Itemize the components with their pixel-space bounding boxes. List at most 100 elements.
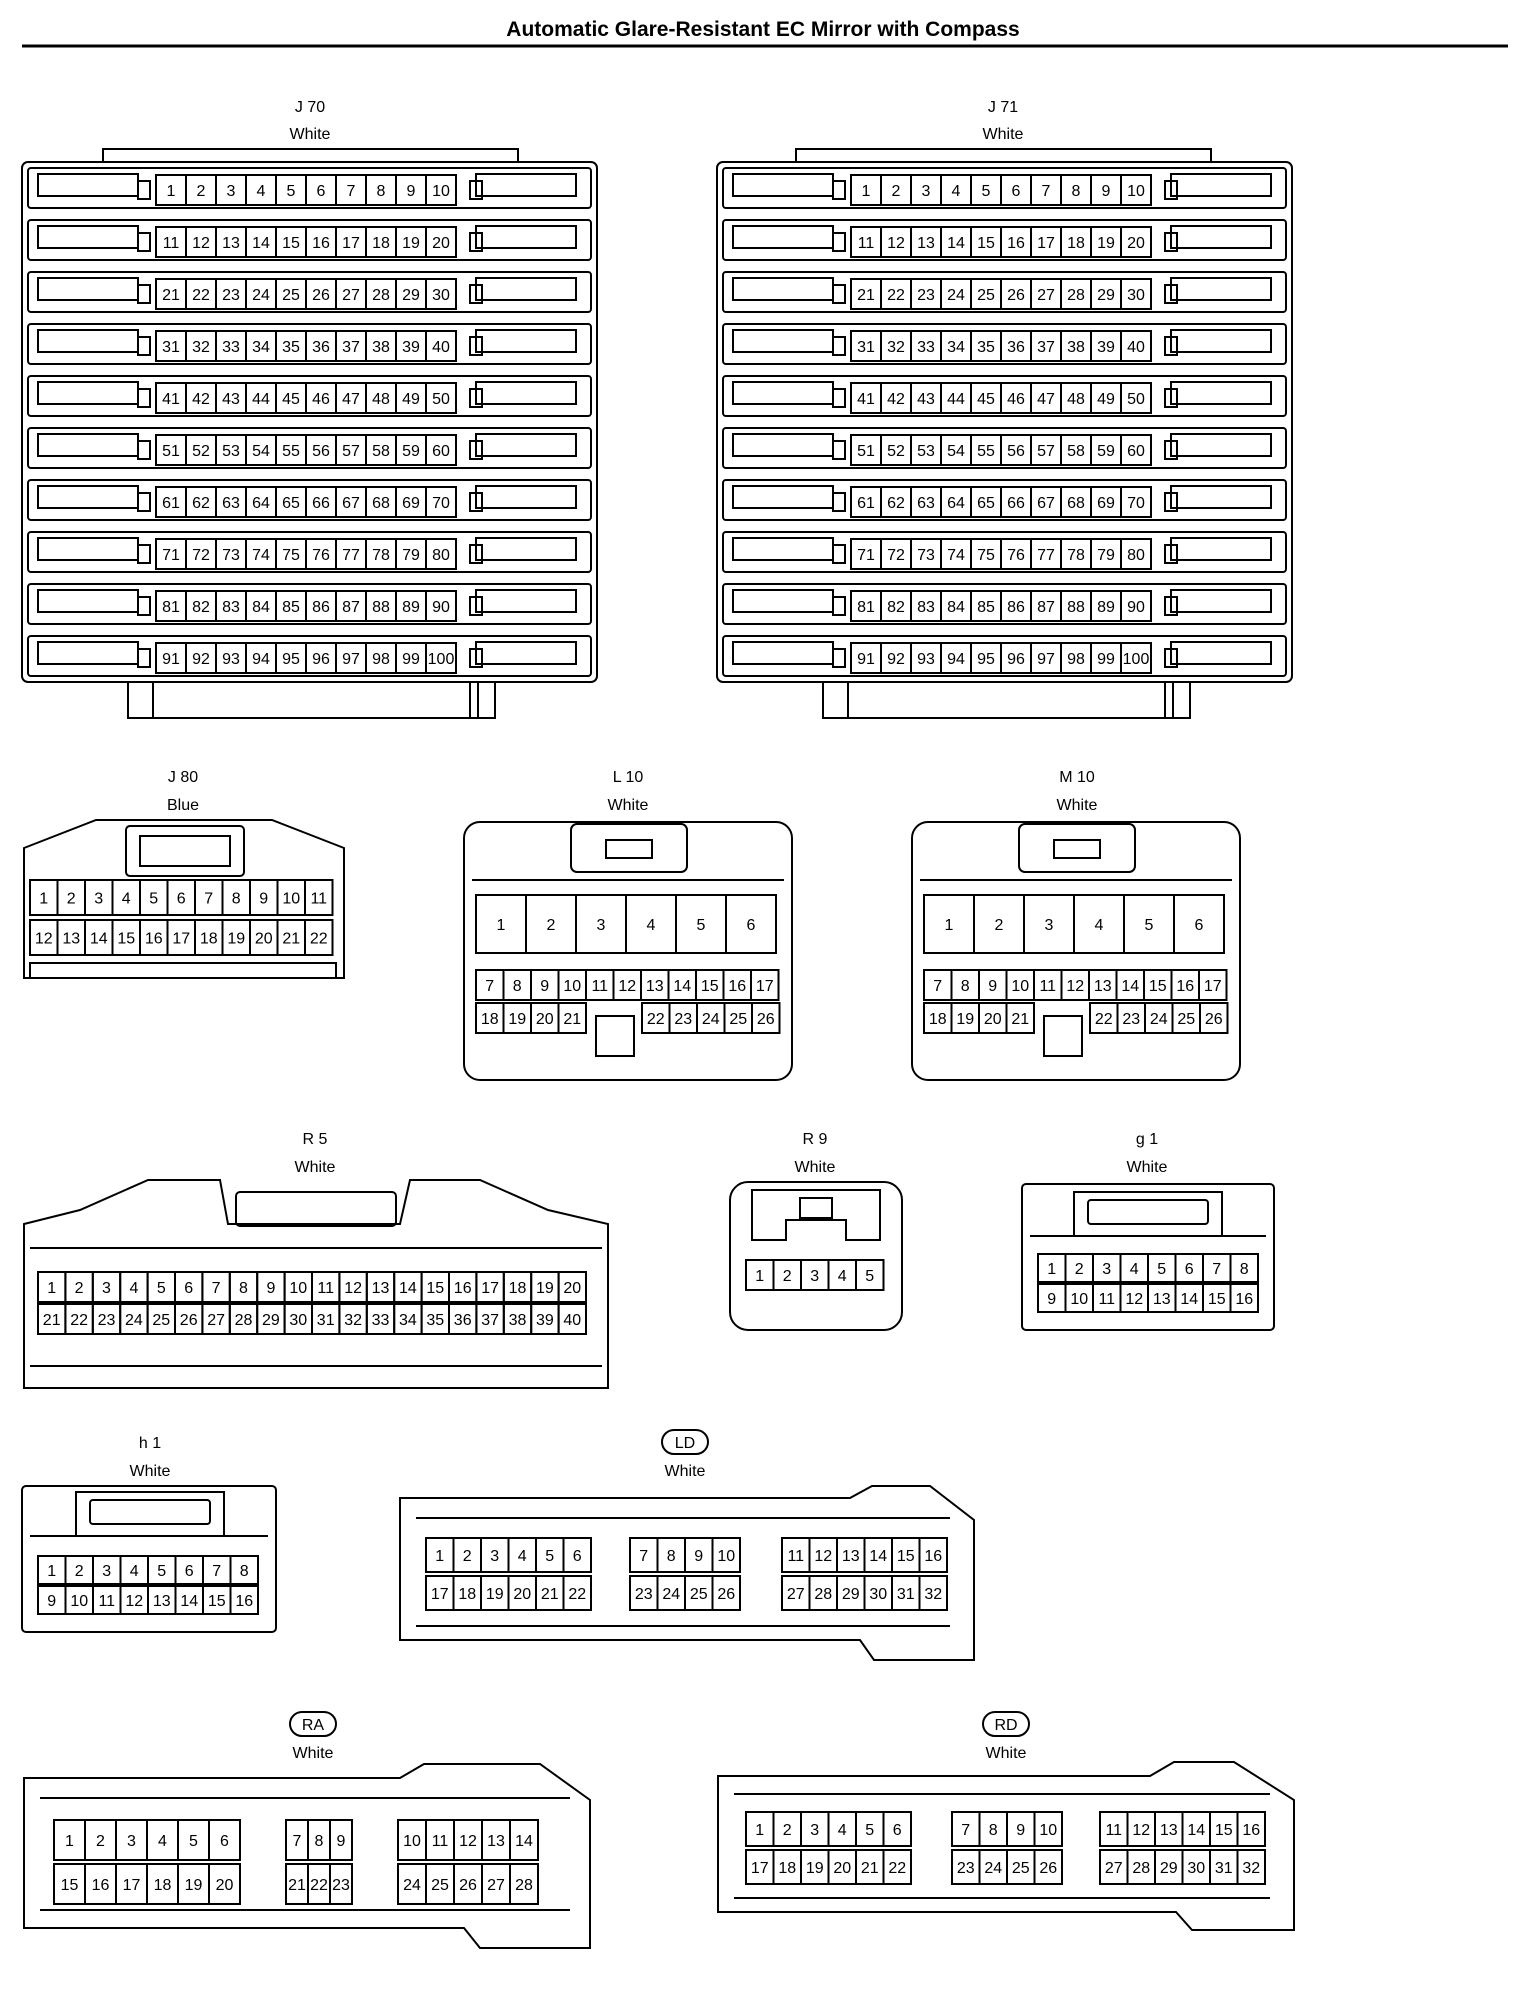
svg-text:11: 11 — [1098, 1291, 1115, 1308]
svg-text:10: 10 — [717, 1548, 735, 1565]
pin-r5-28: 28 — [228, 1303, 259, 1335]
svg-text:31: 31 — [1215, 1860, 1233, 1877]
pin-j71-54: 54 — [940, 434, 972, 466]
connector-r9-body — [729, 1181, 903, 1331]
pin-l10-8: 8 — [502, 969, 532, 1001]
pin-j71-74: 74 — [940, 538, 972, 570]
connector-j70-foot-right — [469, 681, 496, 719]
svg-text:14: 14 — [180, 1593, 198, 1610]
svg-text:12: 12 — [344, 1280, 362, 1297]
svg-text:10: 10 — [70, 1593, 88, 1610]
pin-j70-43: 43 — [215, 382, 247, 414]
svg-text:3: 3 — [597, 917, 606, 934]
pin-j71-28: 28 — [1060, 278, 1092, 310]
svg-text:32: 32 — [924, 1586, 942, 1603]
pin-j70-89: 89 — [395, 590, 427, 622]
svg-text:41: 41 — [162, 391, 180, 408]
svg-text:35: 35 — [426, 1312, 444, 1329]
pin-j80-9: 9 — [249, 879, 279, 916]
connector-j70-foot-left — [127, 681, 154, 719]
pin-j70-59: 59 — [395, 434, 427, 466]
svg-text:21: 21 — [1011, 1011, 1029, 1028]
svg-text:38: 38 — [372, 339, 390, 356]
pin-j70-34: 34 — [245, 330, 277, 362]
pin-ld-16: 16 — [918, 1537, 948, 1573]
svg-text:56: 56 — [312, 443, 330, 460]
pin-j80-16: 16 — [139, 919, 169, 956]
pin-ra-7: 7 — [285, 1819, 309, 1861]
pin-j70-58: 58 — [365, 434, 397, 466]
svg-text:7: 7 — [639, 1548, 648, 1565]
svg-text:13: 13 — [842, 1548, 860, 1565]
pin-j70-42: 42 — [185, 382, 217, 414]
pin-j71-31: 31 — [850, 330, 882, 362]
svg-text:72: 72 — [192, 547, 210, 564]
pin-h1-10: 10 — [64, 1585, 94, 1615]
svg-text:15: 15 — [897, 1548, 915, 1565]
pin-h1-13: 13 — [147, 1585, 177, 1615]
pin-l10-7: 7 — [475, 969, 505, 1001]
svg-text:80: 80 — [1127, 547, 1145, 564]
pin-j70-18: 18 — [365, 226, 397, 258]
svg-text:16: 16 — [92, 1877, 110, 1894]
svg-text:21: 21 — [861, 1860, 879, 1877]
pin-j71-44: 44 — [940, 382, 972, 414]
connector-j71-top-lock — [795, 148, 1212, 163]
svg-text:22: 22 — [568, 1586, 586, 1603]
svg-text:35: 35 — [282, 339, 300, 356]
pin-g1-9: 9 — [1037, 1283, 1067, 1313]
pin-m10-24: 24 — [1144, 1002, 1174, 1034]
svg-text:7: 7 — [961, 1822, 970, 1839]
pin-rd-25: 25 — [1006, 1849, 1036, 1885]
svg-text:5: 5 — [157, 1280, 166, 1297]
svg-text:29: 29 — [1097, 287, 1115, 304]
pin-j71-88: 88 — [1060, 590, 1092, 622]
svg-text:29: 29 — [402, 287, 420, 304]
pin-l10-9: 9 — [530, 969, 560, 1001]
svg-text:67: 67 — [1037, 495, 1055, 512]
svg-text:58: 58 — [1067, 443, 1085, 460]
connector-g1-label: g 1 — [1136, 1131, 1158, 1148]
svg-text:51: 51 — [857, 443, 875, 460]
svg-text:11: 11 — [591, 978, 608, 995]
svg-text:12: 12 — [125, 1593, 143, 1610]
pin-r5-12: 12 — [338, 1271, 368, 1303]
svg-text:12: 12 — [887, 235, 905, 252]
pin-ld-32: 32 — [918, 1575, 948, 1611]
svg-text:2: 2 — [783, 1822, 792, 1839]
svg-text:96: 96 — [1007, 651, 1025, 668]
pin-j70-48: 48 — [365, 382, 397, 414]
pin-j71-21: 21 — [850, 278, 882, 310]
pin-r5-9: 9 — [256, 1271, 286, 1303]
svg-text:62: 62 — [192, 495, 210, 512]
svg-text:1: 1 — [435, 1548, 444, 1565]
pin-j70-7: 7 — [335, 174, 367, 206]
svg-text:13: 13 — [1153, 1291, 1171, 1308]
pin-j70-17: 17 — [335, 226, 367, 258]
pin-l10-11: 11 — [585, 969, 615, 1001]
svg-text:22: 22 — [887, 287, 905, 304]
pin-j71-91: 91 — [850, 642, 882, 674]
connector-h1-body — [21, 1485, 277, 1633]
svg-text:68: 68 — [372, 495, 390, 512]
svg-text:32: 32 — [344, 1312, 362, 1329]
pin-r5-26: 26 — [174, 1303, 204, 1335]
svg-text:45: 45 — [282, 391, 300, 408]
pin-j71-100: 100 — [1120, 642, 1152, 674]
pin-j70-11: 11 — [155, 226, 187, 258]
pin-j71-34: 34 — [940, 330, 972, 362]
svg-text:12: 12 — [1066, 978, 1084, 995]
svg-text:14: 14 — [399, 1280, 417, 1297]
svg-text:4: 4 — [1130, 1261, 1139, 1278]
svg-text:44: 44 — [947, 391, 965, 408]
pin-j71-80: 80 — [1120, 538, 1152, 570]
svg-text:57: 57 — [1037, 443, 1055, 460]
pin-j71-36: 36 — [1000, 330, 1032, 362]
connector-h1-latch — [75, 1491, 225, 1536]
pin-j80-1: 1 — [29, 879, 59, 916]
pin-ld-1: 1 — [425, 1537, 455, 1573]
svg-text:91: 91 — [857, 651, 875, 668]
svg-text:19: 19 — [536, 1280, 554, 1297]
svg-text:4: 4 — [257, 183, 266, 200]
